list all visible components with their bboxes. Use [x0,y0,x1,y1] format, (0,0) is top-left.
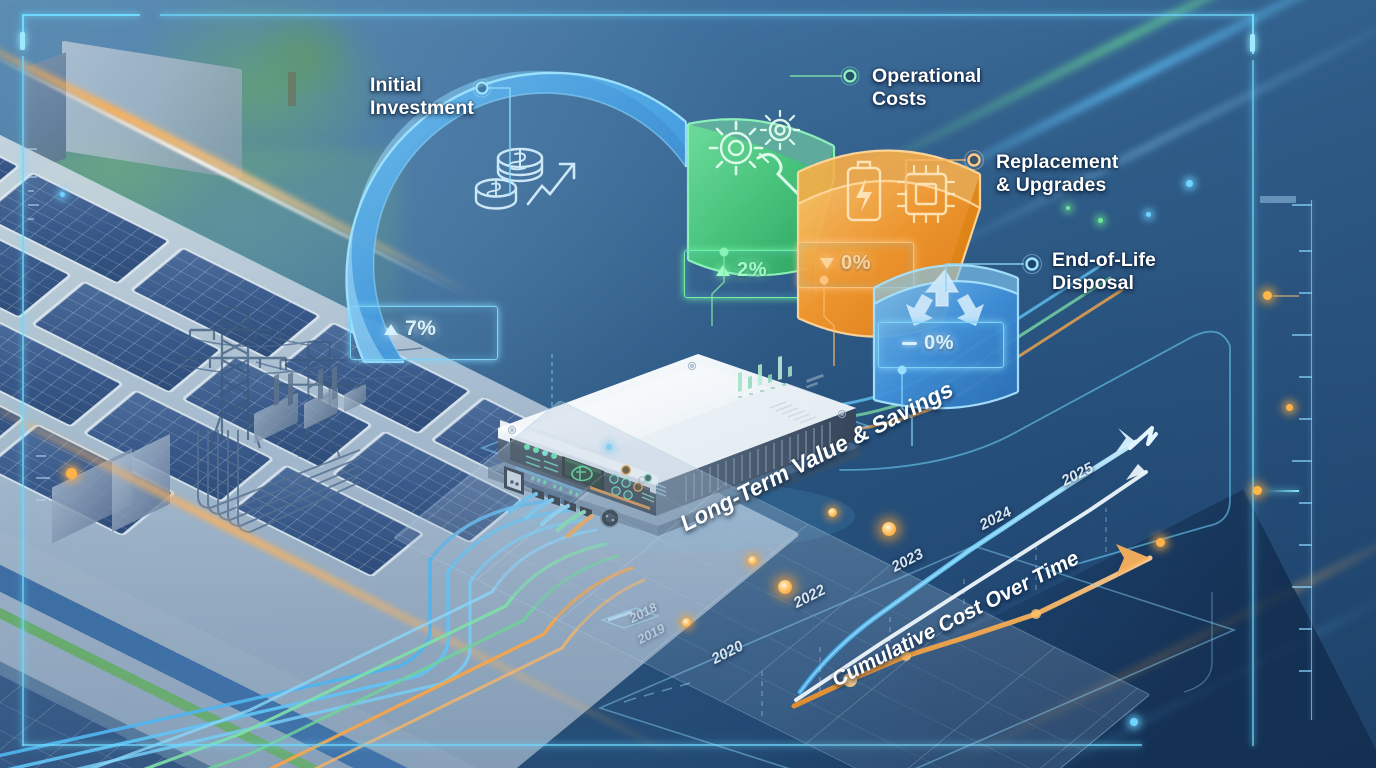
delta-value-initial-investment: 7% [384,317,437,341]
glow-dot [606,444,612,450]
callout-leader-replacement-lower [819,275,835,366]
battery-chip-icon [846,160,956,224]
callout-line2: Disposal [1052,271,1135,294]
donut-segment-initial-investment[interactable] [330,62,730,402]
callout-leader-end-of-life [945,254,1042,292]
glow-dot [1186,180,1193,187]
left-scale-ticks [28,148,62,348]
data-node-2020 [778,580,792,594]
glow-dot [1156,538,1165,547]
data-node-2023 [882,522,896,536]
callout-label-end-of-life: End-of-Life Disposal [1052,249,1242,294]
glow-dot [1286,404,1293,411]
callout-line2: Costs [872,87,927,110]
indicator-dot-orange [66,468,77,479]
trend-up-icon-initial-investment [384,323,398,335]
callout-line1: End-of-Life [1052,249,1156,271]
glow-dot [1098,218,1103,223]
chart-legend-marker [599,607,661,629]
callout-label-replacement-upgrades: Replacement & Upgrades [996,151,1196,196]
callout-leader-replacement-upgrades [905,150,984,190]
cost-breakdown-donut: 7% [330,62,1050,410]
callout-label-initial-investment: Initial Investment [370,74,550,119]
callout-line1: Replacement [996,151,1119,173]
data-node-2022 [828,508,837,517]
trend-up-icon-operational-costs [716,265,730,276]
chart-panel-edge [597,545,1237,768]
glow-dot [1146,212,1151,217]
long-term-chart-panel[interactable]: Long-Term Value & Savings Cumulative Cos… [392,375,1260,768]
callout-leader-end-of-life-lower [897,365,913,446]
left-scale-ticks-2 [36,455,70,585]
gears-wrench-icon [708,109,801,196]
callout-leader-operational-costs [790,66,860,86]
callout-line1: Initial [370,74,422,96]
delta-chip-end-of-life [878,322,1004,368]
callout-label-operational-costs: Operational Costs [872,65,1052,110]
delta-value-operational-costs: 2% [716,259,767,282]
callout-line1: Operational [872,65,982,87]
hud-tick-marks [551,354,553,408]
glow-dot [1130,718,1138,726]
tree-trunk [288,72,296,106]
glow-dot [1066,206,1070,210]
right-scale-ruler [1240,196,1312,720]
recycle-icon [906,268,984,326]
data-node-2019 [748,556,757,565]
data-node-2018 [682,618,691,627]
trend-flat-icon-end-of-life [902,342,917,345]
delta-value-end-of-life: 0% [902,332,954,355]
callout-line2: Investment [370,96,474,119]
delta-value-replacement-upgrades: 0% [820,252,871,275]
callout-leader-initial-investment [472,78,511,196]
delta-chip-replacement-upgrades [798,242,914,288]
chart-scale-marks [623,682,691,703]
callout-leader-operational-costs-lower [711,247,729,326]
glow-dot [60,192,65,197]
chart-series-lines [761,426,1158,716]
solar-inverter-device[interactable] [470,280,880,552]
coins-growth-icon [474,147,576,210]
delta-chip-initial-investment [350,306,498,360]
trend-down-icon-replacement-upgrades [820,258,834,269]
callout-line2: & Upgrades [996,173,1107,196]
